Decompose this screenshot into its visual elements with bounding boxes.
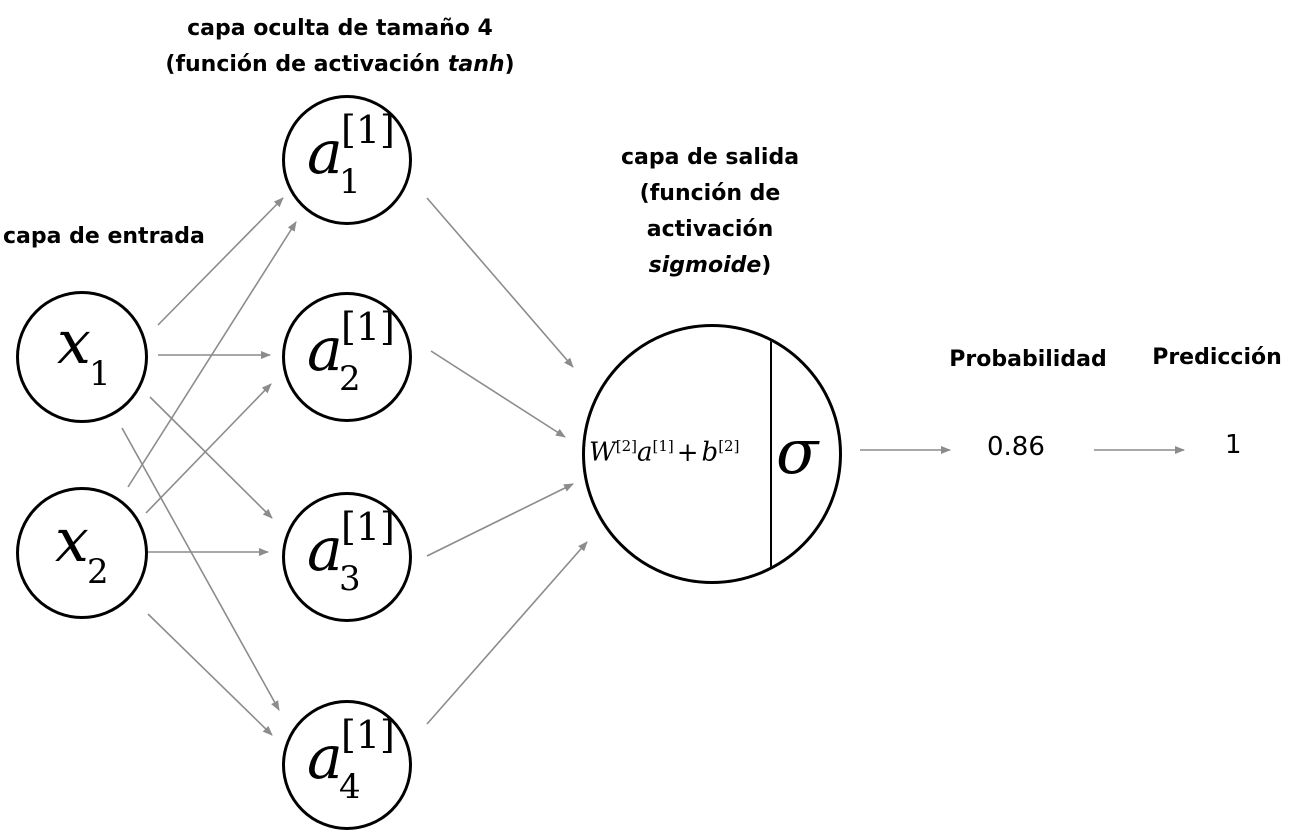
formula-activation-sup: [1] [652,437,674,455]
hidden-node-a2-superscript: [1] [341,305,395,349]
hidden-node-a3-subscript: 3 [339,559,361,599]
input-node-x1-subscript: 1 [89,354,111,394]
formula-weight: W [589,437,616,468]
formula-bias-sup: [2] [718,437,740,455]
hidden-activation-name: tanh [447,52,505,77]
input-node-x2-symbol: x [55,506,89,576]
hidden-node-a2-symbol: a [307,315,343,385]
hidden-layer-label: capa oculta de tamaño 4 (función de acti… [140,11,540,83]
output-layer-activation-2: activación [646,217,774,242]
output-node-divider [770,327,772,581]
hidden-node-a4: a [1] 4 [282,700,412,830]
hidden-node-a1-subscript: 1 [339,162,361,202]
hidden-node-a3: a [1] 3 [282,492,412,622]
formula-bias: b [701,437,719,468]
prediction-value: 1 [1225,430,1242,460]
hidden-node-a4-symbol: a [307,723,343,793]
output-layer-title: capa de salida [620,145,800,170]
edge-a1-out [426,197,574,368]
output-activation-suffix: ) [761,253,772,278]
prediction-header: Predicción [1152,345,1282,370]
edge-x1-a4 [121,427,280,711]
hidden-node-a4-subscript: 4 [339,767,361,807]
probability-header: Probabilidad [949,347,1107,372]
input-layer-label: capa de entrada [3,224,205,249]
hidden-node-a3-superscript: [1] [341,505,395,549]
hidden-activation-suffix: ) [504,52,515,77]
hidden-node-a1-superscript: [1] [341,108,395,152]
hidden-layer-title: capa oculta de tamaño 4 [187,16,493,41]
hidden-node-a1-symbol: a [307,118,343,188]
output-layer-activation-1: (función de [639,181,781,206]
probability-value: 0.86 [987,432,1045,462]
output-layer-label: capa de salida (función de activación si… [590,140,830,284]
formula-plus: + [676,437,699,468]
output-node: W[2]a[1]+b[2] σ [582,324,842,584]
edge-x2-a1 [127,221,297,488]
input-node-x1: x 1 [16,291,148,423]
output-layer-activation-3: sigmoide) [590,248,830,284]
edge-x1-a3 [149,396,273,519]
formula-activation: a [636,437,653,468]
edge-x2-a2 [145,383,272,514]
input-node-x1-symbol: x [57,308,91,378]
hidden-node-a2-subscript: 2 [339,359,361,399]
hidden-node-a4-superscript: [1] [341,713,395,757]
formula-weight-sup: [2] [615,437,637,455]
edge-a4-out [426,541,588,725]
input-node-x2-subscript: 2 [87,552,109,592]
edge-a3-out [426,483,574,557]
output-node-formula: W[2]a[1]+b[2] [589,437,739,477]
hidden-layer-activation: (función de activación tanh) [140,47,540,83]
hidden-node-a1: a [1] 1 [282,95,412,225]
edge-x1-a1 [157,197,284,326]
input-node-x2: x 2 [16,487,148,619]
output-activation-name: sigmoide [648,253,762,278]
hidden-activation-prefix: (función de activación [165,52,448,77]
edge-a2-out [430,350,566,438]
hidden-node-a2: a [1] 2 [282,292,412,422]
hidden-node-a3-symbol: a [307,515,343,585]
edge-x2-a4 [147,613,273,736]
sigma-symbol: σ [776,415,819,488]
